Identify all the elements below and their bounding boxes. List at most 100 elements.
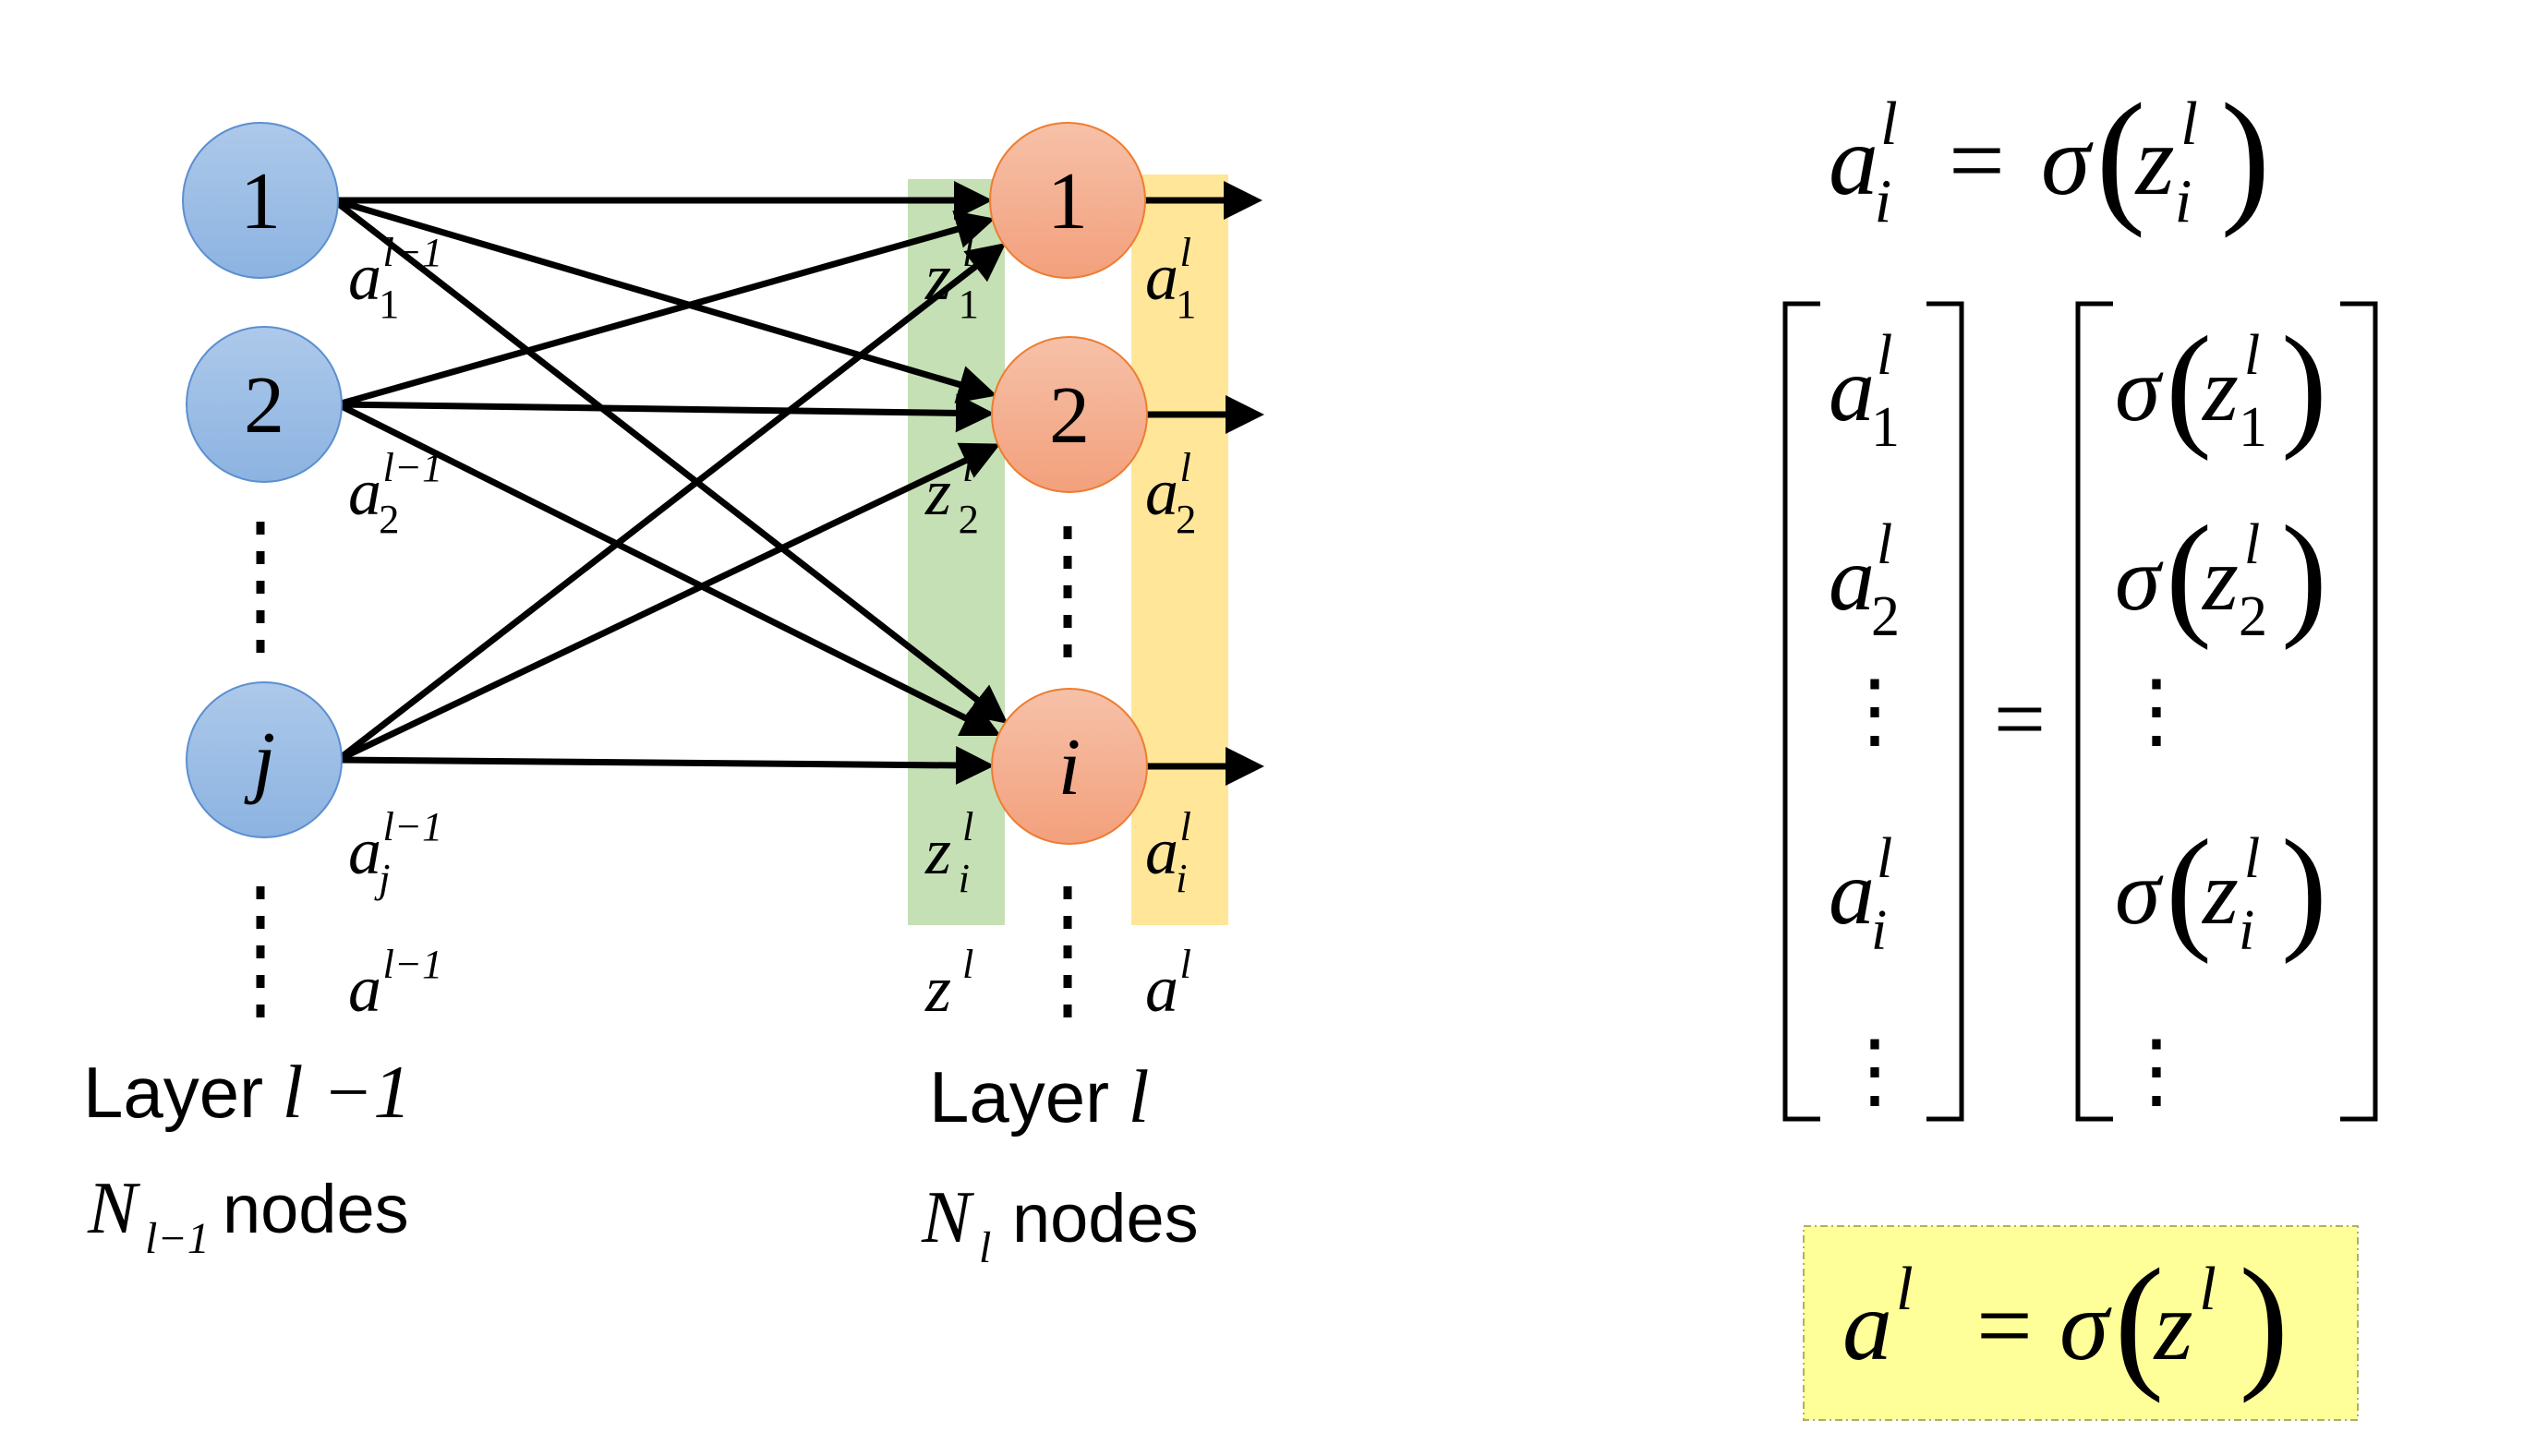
subscript: i — [2239, 899, 2254, 962]
sigma: σ — [2115, 841, 2164, 944]
subscript: i — [1176, 855, 1187, 901]
count-symbol: N — [921, 1177, 975, 1258]
symbol-base: z — [2201, 338, 2239, 440]
subscript: 1 — [1871, 396, 1900, 459]
subscript: 1 — [379, 281, 399, 327]
subscript: 1 — [959, 281, 979, 327]
close-paren: ) — [2281, 812, 2327, 965]
open-paren: ( — [2095, 74, 2145, 239]
symbol-base: a — [1829, 527, 1875, 630]
subscript: 1 — [1176, 281, 1196, 327]
a-band — [1131, 174, 1228, 925]
symbol-base: a — [348, 455, 381, 529]
symbol-base: a — [348, 814, 381, 888]
superscript: l — [962, 803, 973, 849]
superscript: l — [2199, 1255, 2216, 1323]
symbol-base: a — [1829, 106, 1878, 216]
superscript: l−1 — [382, 229, 442, 275]
subscript: 2 — [379, 496, 399, 542]
eq-elementwise-equals: = — [1949, 106, 2005, 216]
symbol-base: z — [924, 455, 951, 529]
matrix-left-ellipsis: ⋮ — [1833, 666, 1916, 757]
matrix-right-bracket-close — [2340, 301, 2378, 1122]
edge-2-1 — [336, 210, 996, 408]
superscript: l — [1877, 513, 1892, 576]
superscript: l — [962, 229, 973, 275]
symbol-base: a — [1842, 1271, 1892, 1381]
prev-node-label: 1 — [240, 157, 281, 247]
layer-caption: Layer l −1 — [83, 1050, 411, 1134]
cur-layer-node — [989, 122, 1146, 279]
cur-layer-node — [991, 336, 1148, 493]
superscript: l — [962, 444, 973, 490]
symbol-base: z — [924, 814, 951, 888]
superscript: l−1 — [382, 941, 442, 987]
caption-layer-cur: Layer l — [929, 1054, 1149, 1138]
cur-node-label: 1 — [1047, 157, 1088, 247]
open-paren: ( — [2166, 498, 2212, 651]
close-paren: ) — [2281, 498, 2327, 651]
symbol-base: z — [2201, 841, 2239, 944]
close-paren: ) — [2239, 1239, 2289, 1404]
superscript: l — [1179, 941, 1190, 987]
matrix-right-ellipsis: ⋮ — [2115, 666, 2198, 757]
superscript: l — [2244, 513, 2260, 576]
subscript: 2 — [959, 496, 979, 542]
edge-3-1 — [335, 243, 1007, 763]
cur-layer-node — [991, 688, 1148, 845]
layer-index: l −1 — [263, 1050, 411, 1134]
sigma: σ — [2059, 1271, 2112, 1381]
symbol-base: z — [924, 240, 951, 314]
symbol-base: a — [1145, 455, 1178, 529]
superscript: l — [1877, 827, 1892, 890]
open-paren: ( — [2114, 1239, 2164, 1404]
cur-node-label: i — [1058, 723, 1081, 812]
symbol-base: z — [2201, 527, 2239, 630]
edge-1-3 — [332, 198, 1008, 724]
subscript: i — [1875, 167, 1892, 235]
edge-1-2 — [332, 197, 997, 403]
count-subscript: l−1 — [145, 1214, 210, 1263]
edge-3-2 — [336, 442, 1001, 764]
superscript: l — [2244, 827, 2260, 890]
subscript: 2 — [1176, 496, 1196, 542]
superscript: l — [1179, 229, 1190, 275]
count-suffix: nodes — [1012, 1180, 1199, 1257]
superscript: l — [1179, 444, 1190, 490]
count-symbol: N — [87, 1168, 141, 1249]
prev-layer-node — [186, 326, 343, 483]
matrix-right-ellipsis: ⋮ — [2115, 1026, 2198, 1117]
subscript: 2 — [1871, 585, 1900, 648]
count-subscript: l — [979, 1223, 991, 1272]
symbol-base: a — [1145, 814, 1178, 888]
matrix-equals: = — [1994, 668, 2046, 770]
vector-equation-box — [1803, 1225, 2359, 1421]
open-paren: ( — [2166, 308, 2212, 462]
symbol-base: a — [348, 240, 381, 314]
matrix-left-ellipsis: ⋮ — [1833, 1026, 1916, 1117]
count-suffix: nodes — [223, 1171, 409, 1247]
subscript: j — [374, 855, 390, 901]
superscript: l−1 — [382, 803, 442, 849]
superscript: l — [1880, 90, 1898, 158]
superscript: l — [962, 941, 973, 987]
superscript: l — [1877, 324, 1892, 387]
caption-layer-prev: Layer l −1 — [83, 1050, 411, 1134]
